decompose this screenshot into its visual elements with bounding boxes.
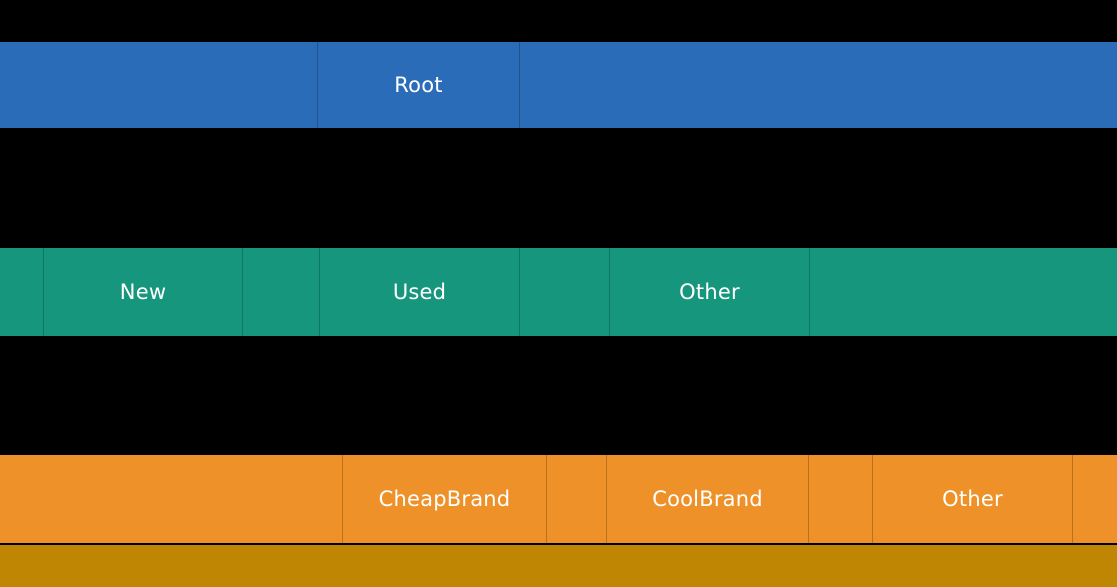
chart-node-cheapbrand[interactable]: CheapBrand	[343, 455, 547, 543]
chart-node-label: Used	[392, 279, 447, 304]
chart-node-unlabeled[interactable]	[0, 248, 44, 336]
chart-node-unlabeled[interactable]	[0, 42, 318, 128]
chart-node-unlabeled[interactable]	[243, 248, 320, 336]
chart-node-unlabeled[interactable]	[0, 455, 343, 543]
chart-node-unlabeled[interactable]	[1073, 455, 1117, 543]
chart-level-leaf-level	[0, 545, 1117, 587]
chart-node-label: Other	[679, 279, 740, 304]
chart-node-label: CheapBrand	[378, 486, 511, 511]
chart-node-root[interactable]: Root	[318, 42, 520, 128]
chart-node-label: Root	[394, 72, 443, 97]
chart-node-unlabeled[interactable]	[0, 545, 1117, 587]
chart-node-unlabeled[interactable]	[520, 42, 1117, 128]
chart-node-coolbrand[interactable]: CoolBrand	[607, 455, 809, 543]
chart-node-unlabeled[interactable]	[547, 455, 607, 543]
chart-node-label: CoolBrand	[652, 486, 763, 511]
chart-node-unlabeled[interactable]	[520, 248, 610, 336]
chart-level-brand-level: CheapBrand CoolBrand Other	[0, 455, 1117, 543]
chart-node-other[interactable]: Other	[610, 248, 810, 336]
chart-node-label: New	[119, 279, 167, 304]
chart-node-label: Other	[942, 486, 1003, 511]
chart-node-new[interactable]: New	[44, 248, 243, 336]
chart-level-root-level: Root	[0, 42, 1117, 128]
chart-node-used[interactable]: Used	[320, 248, 520, 336]
chart-node-unlabeled[interactable]	[810, 248, 1117, 336]
chart-level-condition-level: New Used Other	[0, 248, 1117, 336]
chart-node-unlabeled[interactable]	[809, 455, 873, 543]
chart-node-other[interactable]: Other	[873, 455, 1073, 543]
